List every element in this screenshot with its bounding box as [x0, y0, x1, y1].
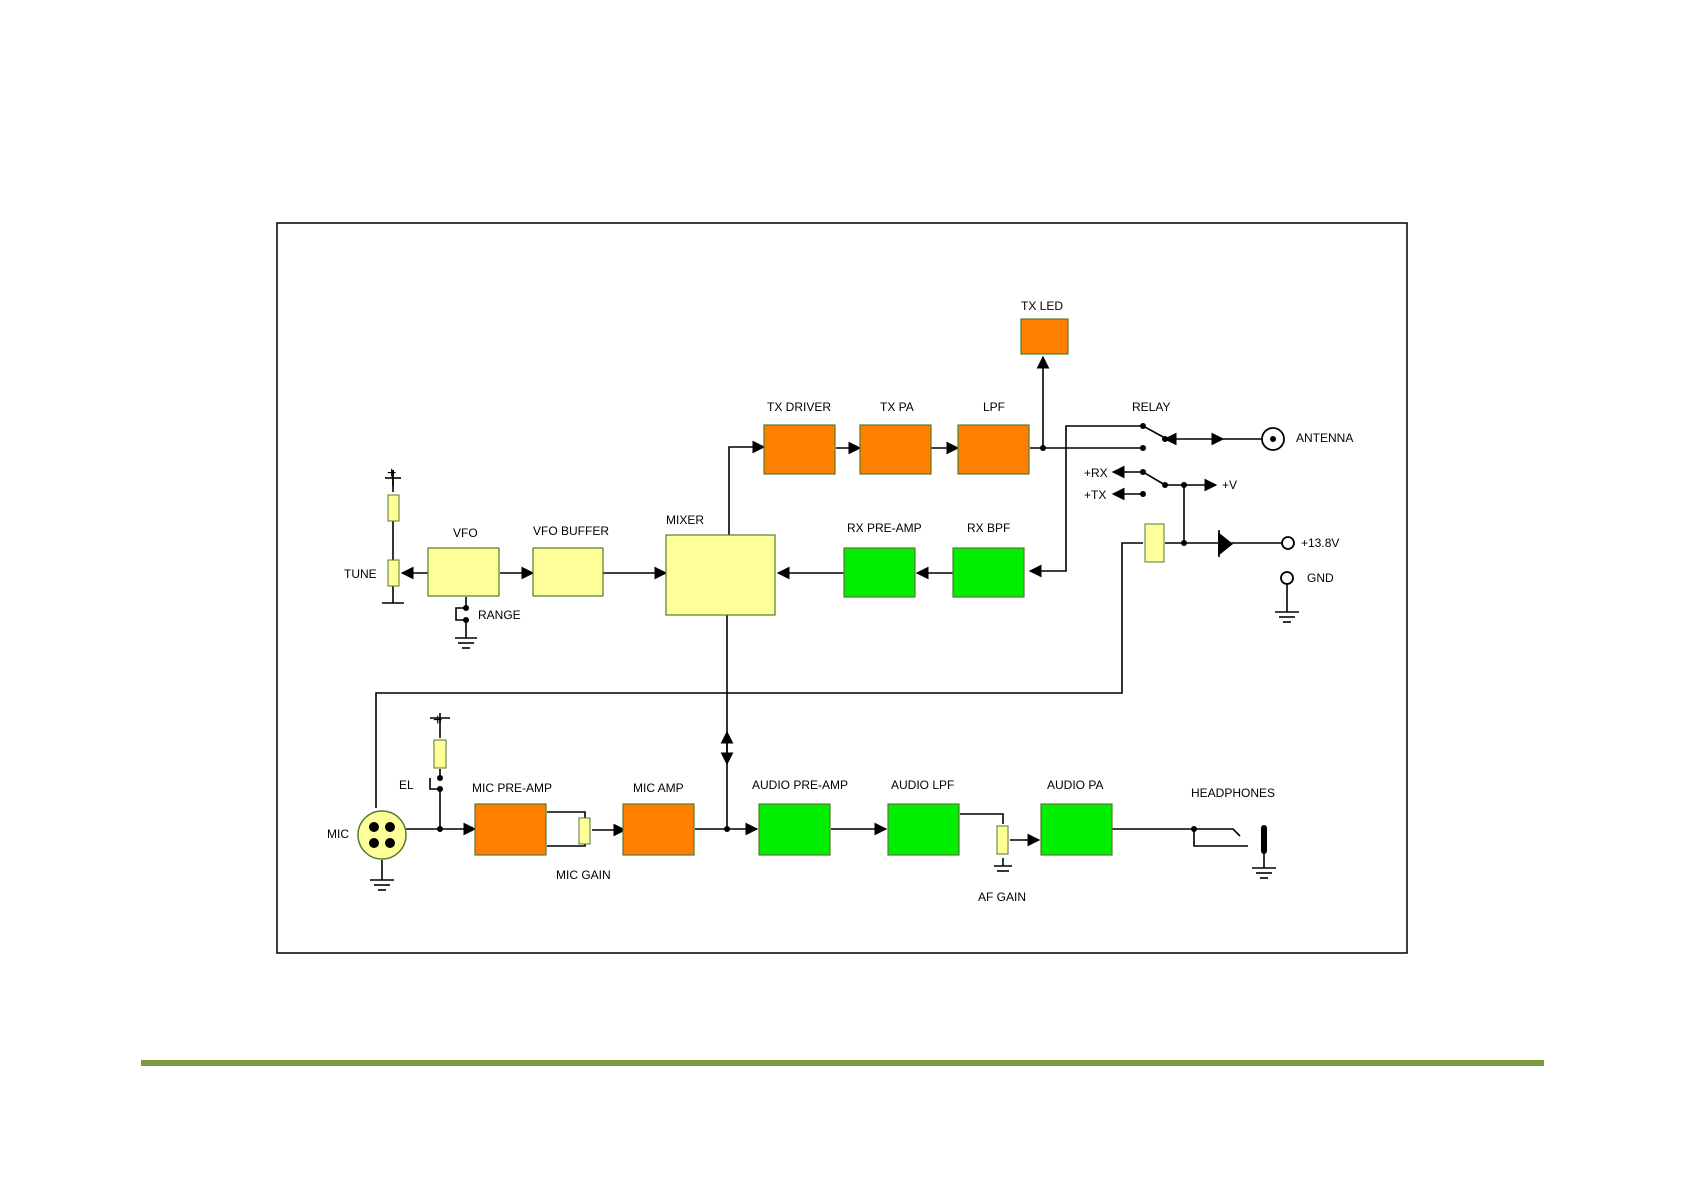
label-headphones: HEADPHONES [1191, 786, 1275, 800]
junction-dots [437, 423, 1197, 832]
label-plus-top: + [387, 465, 396, 482]
af-gain-pot-icon [997, 826, 1008, 854]
label-tx-driver: TX DRIVER [767, 400, 831, 414]
block-audio-lpf [888, 804, 959, 855]
block-mic-preamp [475, 804, 546, 855]
passive-components [388, 495, 1164, 854]
label-plus-mic: + [433, 712, 442, 729]
label-audio-pa: AUDIO PA [1047, 778, 1103, 792]
label-range: RANGE [478, 608, 521, 622]
block-vfo [428, 548, 499, 596]
label-mic: MIC [327, 827, 349, 841]
block-mic-amp [623, 804, 694, 855]
mic-gain-pot-icon [579, 818, 590, 844]
supply-terminal-icon [1282, 537, 1294, 549]
label-supply: +13.8V [1301, 536, 1339, 550]
label-mixer: MIXER [666, 513, 704, 527]
label-rx-preamp: RX PRE-AMP [847, 521, 922, 535]
label-tx-pa: TX PA [880, 400, 914, 414]
block-mixer [666, 535, 775, 615]
label-plus-tx: +TX [1084, 488, 1106, 502]
block-audio-pa [1041, 804, 1112, 855]
mic-connector-icon [358, 811, 406, 859]
label-mic-gain: MIC GAIN [556, 868, 611, 882]
label-audio-preamp: AUDIO PRE-AMP [752, 778, 848, 792]
label-vfo-buffer: VFO BUFFER [533, 524, 609, 538]
label-vfo: VFO [453, 526, 478, 540]
label-lpf: LPF [983, 400, 1005, 414]
label-mic-amp: MIC AMP [633, 781, 684, 795]
label-tx-led: TX LED [1021, 299, 1063, 313]
label-plus-v: +V [1222, 478, 1237, 492]
block-audio-preamp [759, 804, 830, 855]
block-lpf [958, 425, 1029, 474]
label-audio-lpf: AUDIO LPF [891, 778, 954, 792]
mic-bias-resistor-icon [434, 740, 446, 768]
block-tx-pa [860, 425, 931, 474]
label-tune: TUNE [344, 567, 377, 581]
label-el: EL [399, 778, 414, 792]
block-rx-preamp [844, 548, 915, 597]
footer-rule [141, 1060, 1544, 1066]
label-plus-rx: +RX [1084, 466, 1108, 480]
block-vfo-buffer [533, 548, 603, 596]
label-relay: RELAY [1132, 400, 1170, 414]
block-tx-driver [764, 425, 835, 474]
label-antenna: ANTENNA [1296, 431, 1353, 445]
tune-resistor-icon [388, 495, 399, 521]
gnd-terminal-icon [1281, 572, 1293, 584]
block-tx-led [1021, 319, 1068, 354]
label-gnd: GND [1307, 571, 1334, 585]
relay-coil-icon [1145, 524, 1164, 562]
label-mic-preamp: MIC PRE-AMP [472, 781, 552, 795]
label-af-gain: AF GAIN [978, 890, 1026, 904]
tune-pot-icon [388, 560, 399, 586]
block-rx-bpf [953, 548, 1024, 597]
label-rx-bpf: RX BPF [967, 521, 1010, 535]
